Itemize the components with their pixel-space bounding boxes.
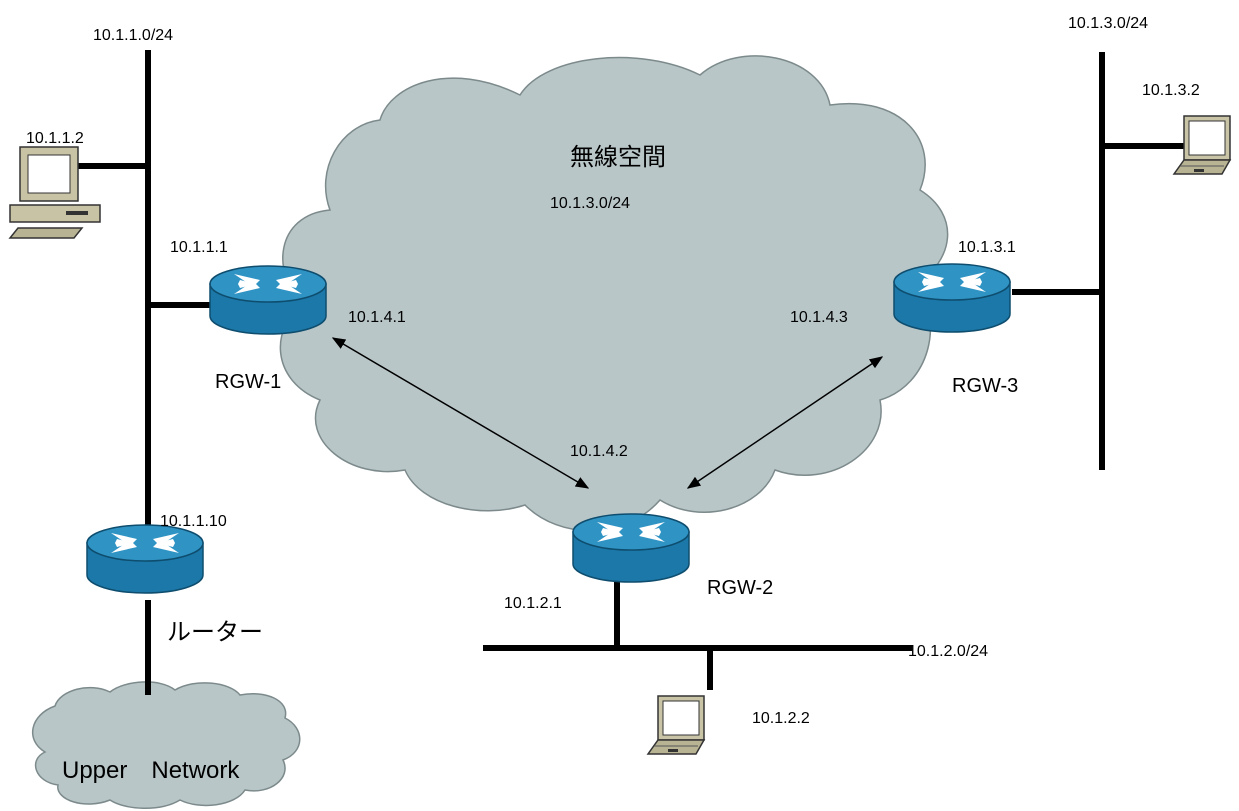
rgw1-wlan-ip: 10.1.4.1 (348, 309, 406, 326)
router-icon (893, 263, 1011, 333)
router-ip: 10.1.1.10 (160, 513, 227, 530)
pc1-ip: 10.1.1.2 (26, 130, 84, 147)
rgw3-name: RGW-3 (952, 375, 1018, 397)
rgw2-name: RGW-2 (707, 577, 773, 599)
subnet-label-net1: 10.1.1.0/24 (93, 27, 173, 44)
subnet-label-wireless: 10.1.3.0/24 (550, 195, 630, 212)
laptop-icon (647, 695, 705, 755)
laptop2-ip: 10.1.2.2 (752, 710, 810, 727)
rgw1-name: RGW-1 (215, 371, 281, 393)
cloud-label: 無線空間 (570, 143, 666, 171)
desktop-pc-icon (8, 146, 101, 239)
rgw1-lan-ip: 10.1.1.1 (170, 239, 228, 256)
router-icon (86, 524, 204, 594)
upper-network-cloud (31, 681, 301, 809)
router-icon (209, 265, 327, 335)
rgw2-lan-ip: 10.1.2.1 (504, 595, 562, 612)
wireless-link-rgw1-rgw2 (331, 337, 590, 489)
rgw3-wlan-ip: 10.1.4.3 (790, 309, 848, 326)
router-icon (572, 513, 690, 583)
rgw3-lan-ip: 10.1.3.1 (958, 239, 1016, 256)
subnet-label-net2: 10.1.2.0/24 (908, 643, 988, 660)
upper-network-label: Upper Network (62, 757, 240, 784)
subnet-label-net3: 10.1.3.0/24 (1068, 15, 1148, 32)
rgw2-wlan-ip: 10.1.4.2 (570, 443, 628, 460)
router-name: ルーター (167, 618, 263, 646)
wireless-link-rgw3-rgw2 (686, 356, 884, 489)
laptop3-ip: 10.1.3.2 (1142, 82, 1200, 99)
